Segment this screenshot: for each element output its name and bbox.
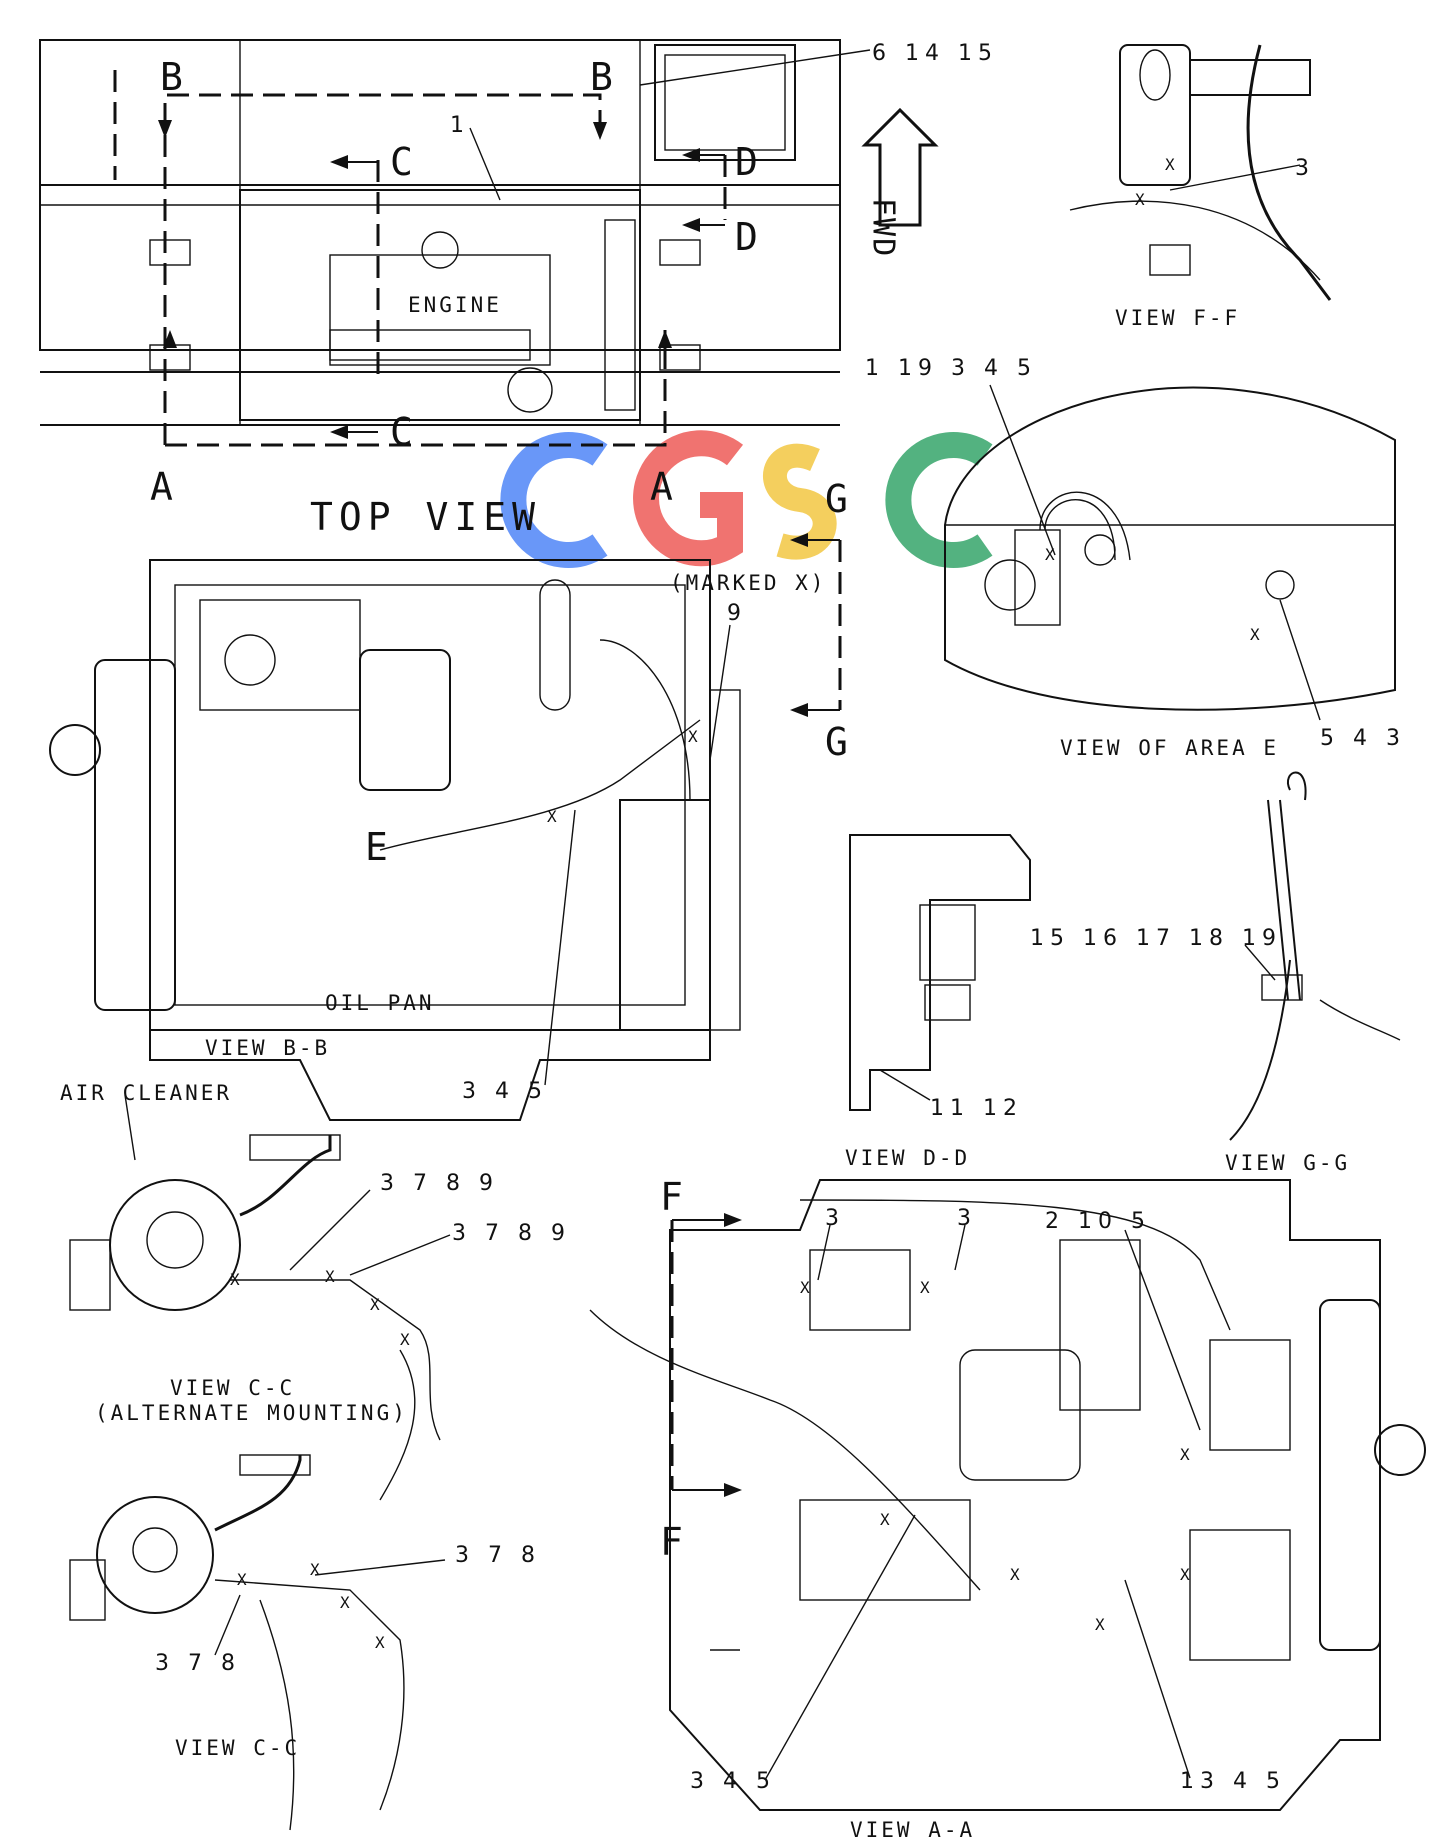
callout-9: 9 [727,601,747,626]
view-aa-title: VIEW A-A [850,1818,975,1842]
callout-2-10-5: 2 10 5 [1045,1209,1151,1234]
x-marker: X [230,1270,240,1289]
x-marker: X [310,1560,320,1579]
callout-13-4-5: 13 4 5 [1180,1769,1286,1794]
view-c-c-alternate: AIR CLEANER 3 7 8 9 3 7 8 9 X X X X VIEW… [60,1081,571,1501]
callout-5-4-3: 5 4 3 [1320,726,1406,751]
callout-3-4-5-aa: 3 4 5 [690,1769,776,1794]
callout-3-4-5-bb: 3 4 5 [462,1079,548,1104]
callout-3-7-8-9-b: 3 7 8 9 [452,1221,571,1246]
callout-1-19-3-4-5: 1 19 3 4 5 [865,356,1037,381]
view-dd-title: VIEW D-D [845,1146,970,1170]
cgsc-watermark [500,430,993,568]
chassis-outline [39,39,841,351]
callout-e: E [365,825,388,869]
section-b-label-left: B [160,55,183,99]
x-marker: X [1180,1445,1190,1464]
x-marker: X [375,1633,385,1652]
view-b-b: OIL PAN VIEW B-B E (MARKED X) 9 3 4 5 G … [49,477,848,1121]
view-cc-alt-subtitle: (ALTERNATE MOUNTING) [95,1401,408,1425]
view-ff-title: VIEW F-F [1115,306,1240,330]
view-gg-title: VIEW G-G [1225,1151,1350,1175]
section-g-label-bottom: G [825,720,848,764]
x-marker: X [340,1593,350,1612]
callout-marked-x: (MARKED X) [670,571,826,595]
air-cleaner-label: AIR CLEANER [60,1081,232,1105]
callout-3-7-8-b: 3 7 8 [155,1651,241,1676]
section-g-label-top: G [825,477,848,521]
callout-1: 1 [450,113,470,138]
engine-block [239,189,641,421]
view-cc-title: VIEW C-C [175,1736,300,1760]
engine-label: ENGINE [408,293,502,317]
section-b-label-right: B [590,55,613,99]
section-f-label-bottom: F [660,1520,683,1564]
callout-11-12: 11 12 [930,1096,1023,1121]
view-g-g: 15 16 17 18 19 VIEW G-G [1030,771,1401,1175]
top-view-title: TOP VIEW [310,495,541,539]
section-d-label-bottom: D [735,215,758,259]
x-marker: X [1180,1565,1190,1584]
x-marker: X [370,1295,380,1314]
x-marker: X [880,1510,890,1529]
x-marker: X [1045,545,1055,564]
callout-6-14-15: 6 14 15 [872,41,998,66]
view-area-e: 1 19 3 4 5 5 4 3 X X VIEW OF AREA E [865,356,1406,760]
view-bb-title: VIEW B-B [205,1036,330,1060]
view-c-c: 3 7 8 3 7 8 X X X X VIEW C-C [69,1454,541,1831]
section-d-label-top: D [735,140,758,184]
fwd-label: FWD [866,198,901,258]
callout-3-aa-b: 3 [957,1206,977,1231]
x-marker: X [1135,190,1145,209]
x-marker: X [1250,625,1260,644]
x-marker: X [1010,1565,1020,1584]
air-cleaner-body [109,1179,241,1311]
callout-3-7-8-9-a: 3 7 8 9 [380,1171,499,1196]
section-c-label-top: C [390,140,413,184]
x-marker: X [400,1330,410,1349]
section-c-label-bottom: C [390,410,413,454]
x-marker: X [800,1278,810,1297]
oil-pan-label: OIL PAN [325,991,435,1015]
x-marker: X [688,727,698,746]
callout-3-7-8-a: 3 7 8 [455,1543,541,1568]
view-a-a: F F 3 3 2 10 5 3 4 5 13 4 5 X X X X X X … [589,1175,1426,1842]
x-marker: X [920,1278,930,1297]
x-marker: X [1095,1615,1105,1634]
view-cc-alt-title: VIEW C-C [170,1376,295,1400]
view-d-d: 11 12 VIEW D-D [845,834,1031,1170]
top-view: B B A A C C D D ENGINE 1 6 14 15 FWD TOP… [39,39,998,539]
callout-3-aa-a: 3 [825,1206,845,1231]
section-f-label-top: F [660,1175,683,1219]
view-f-f: 3 X X VIEW F-F [1069,44,1332,330]
callout-15-19: 15 16 17 18 19 [1030,926,1282,951]
fwd-arrow-icon [861,107,939,227]
view-area-e-title: VIEW OF AREA E [1060,736,1279,760]
x-marker: X [237,1570,247,1589]
callout-3-ff: 3 [1295,156,1315,181]
section-a-label-left: A [150,465,173,509]
x-marker: X [547,807,557,826]
x-marker: X [325,1267,335,1286]
x-marker: X [1165,155,1175,174]
section-a-label-right: A [650,465,673,509]
